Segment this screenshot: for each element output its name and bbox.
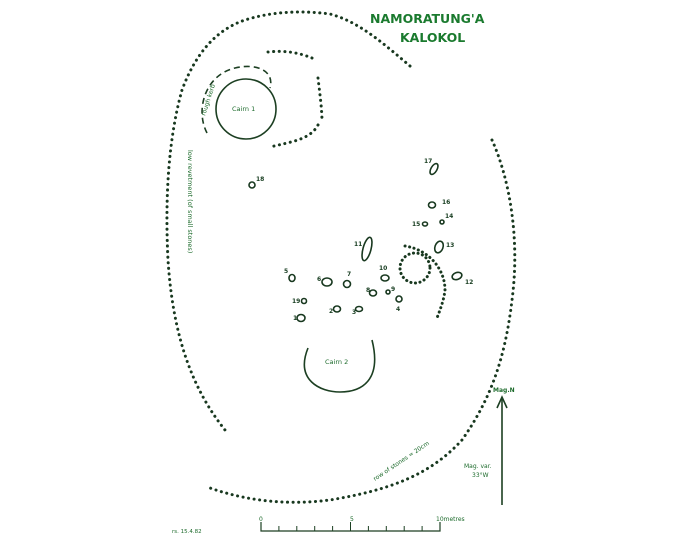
scale-mid-label: 5 (350, 516, 354, 523)
cairn-2-outline (303, 339, 376, 393)
stone-16 (427, 201, 437, 209)
stone-arc (403, 244, 447, 320)
stone-label-13: 13 (446, 242, 454, 249)
stone-2 (332, 305, 342, 313)
stone-19 (300, 297, 308, 305)
stone-9 (385, 289, 391, 295)
inner-stone-arc (266, 49, 324, 149)
credit-label: rs. 15.4.82 (172, 529, 202, 535)
stone-label-6: 6 (317, 276, 321, 283)
stone-7 (342, 279, 352, 289)
scale-bar: 0 5 10metres (259, 516, 465, 532)
revetment-label: low revetment (of small stones) (186, 150, 194, 253)
stone-label-10: 10 (379, 265, 387, 272)
stone-label-14: 14 (445, 213, 453, 220)
stone-label-2: 2 (329, 308, 333, 315)
north-arrow-head-icon (496, 395, 508, 409)
mag-var-value: 33°W (472, 472, 489, 479)
stone-label-15: 15 (412, 221, 420, 228)
stone-18 (248, 181, 256, 189)
stone-label-3: 3 (352, 309, 356, 316)
stone-label-16: 16 (442, 199, 450, 206)
stone-4 (395, 295, 403, 303)
stone-13 (433, 240, 445, 254)
stone-label-7: 7 (347, 271, 351, 278)
stone-label-11: 11 (354, 241, 362, 248)
stone-11 (361, 236, 373, 262)
outer-boundary-right (208, 138, 517, 504)
stone-3 (354, 305, 364, 313)
stone-15 (421, 221, 429, 227)
stone-5 (288, 273, 296, 283)
stone-14 (439, 219, 445, 225)
stone-label-19: 19 (292, 298, 300, 305)
stone-label-17: 17 (424, 158, 432, 165)
title-line-1: NAMORATUNG'A (370, 11, 485, 26)
scale-zero-label: 0 (259, 516, 263, 523)
cairn-1-label: Cairn 1 (232, 105, 255, 113)
stone-label-1: 1 (293, 315, 297, 322)
stone-label-8: 8 (366, 287, 370, 294)
scale-end-label: 10metres (436, 516, 465, 523)
stone-label-4: 4 (396, 306, 400, 313)
outer-boundary-top (165, 10, 412, 432)
stone-label-5: 5 (284, 268, 288, 275)
stone-label-12: 12 (465, 279, 473, 286)
rough-kerb (201, 65, 272, 134)
stone-17 (429, 162, 439, 176)
north-arrow: Mag.N Mag. var. 33°W (464, 387, 515, 505)
mag-north-label: Mag.N (493, 387, 515, 394)
stone-6 (321, 277, 333, 287)
standing-stones: 1 2 3 4 5 6 7 8 9 10 11 12 13 14 15 16 1… (248, 158, 473, 323)
stone-label-18: 18 (256, 176, 264, 183)
stone-label-9: 9 (391, 286, 395, 293)
mag-var-label: Mag. var. (464, 463, 492, 470)
row-of-stones-label: row of stones = 20cm (372, 440, 431, 483)
stone-1 (296, 313, 306, 323)
stone-12 (451, 271, 463, 281)
cairn-1-outline (215, 78, 277, 140)
scale-ticks (278, 522, 423, 531)
stone-10 (380, 274, 390, 282)
stone-8 (368, 289, 378, 297)
title-line-2: KALOKOL (400, 30, 465, 45)
cairn-2-label: Cairn 2 (325, 358, 348, 366)
small-stone-ring (398, 251, 432, 285)
